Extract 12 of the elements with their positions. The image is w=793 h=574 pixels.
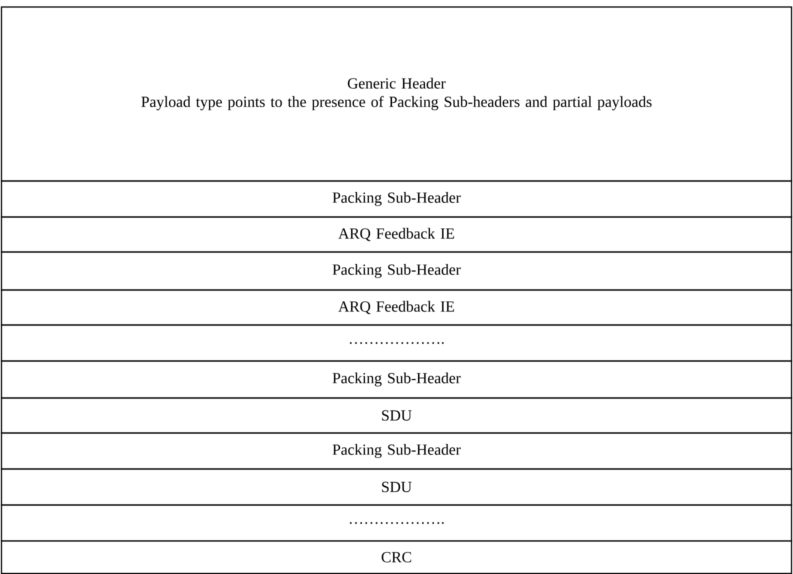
header-box: Generic Header Payload type points to the presence of Packing Sub-headers and partial payloads [0, 6, 792, 182]
field-row: ARQ Feedback IE [0, 289, 792, 326]
field-row: CRC [0, 540, 792, 574]
field-row: Packing Sub-Header [0, 251, 792, 291]
field-row: SDU [0, 397, 792, 434]
field-row: ………………. [0, 324, 792, 362]
field-row: Packing Sub-Header [0, 180, 792, 218]
field-row: ………………. [0, 504, 792, 542]
field-row: ARQ Feedback IE [0, 216, 792, 253]
field-row: Packing Sub-Header [0, 360, 792, 399]
field-row: SDU [0, 468, 792, 506]
field-row: Packing Sub-Header [0, 432, 792, 470]
